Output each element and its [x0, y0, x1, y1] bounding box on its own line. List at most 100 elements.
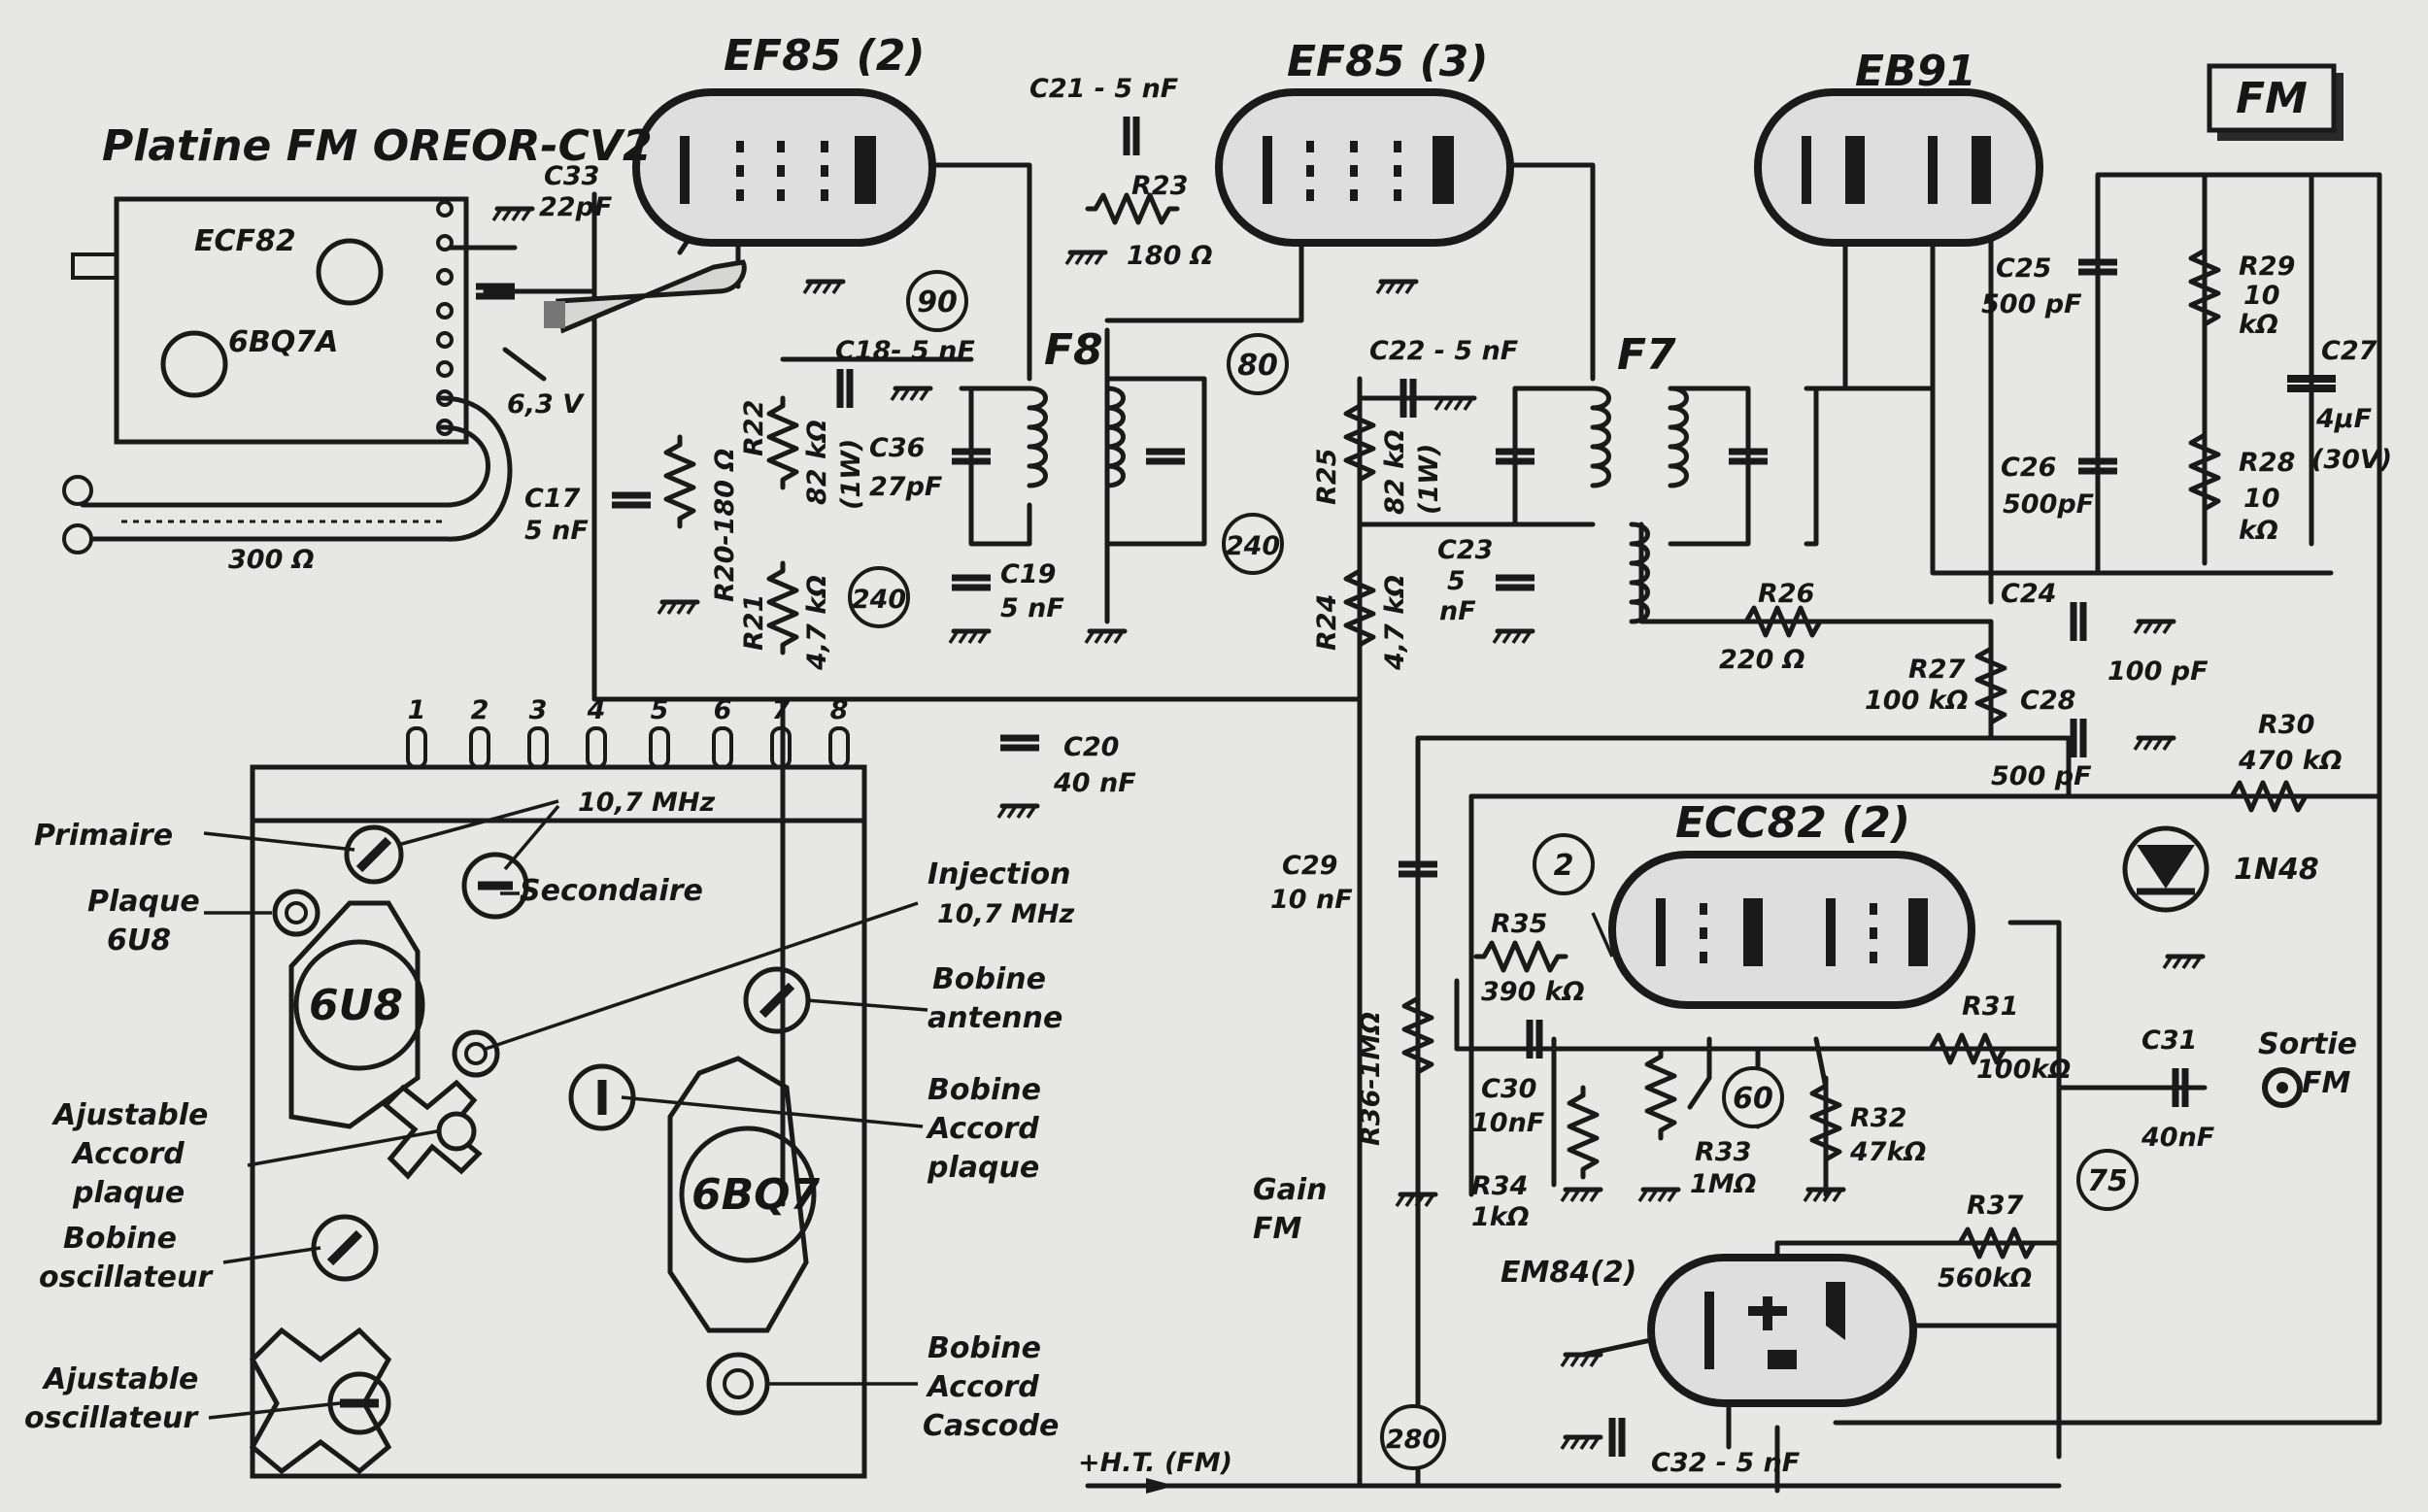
ajustable-accord-2: Accord	[71, 1137, 185, 1171]
r25-value: 82 kΩ	[1380, 429, 1410, 515]
tube-eb91	[1754, 88, 2043, 247]
r21-name: R21	[739, 594, 769, 651]
tuner-platine	[62, 196, 747, 554]
bobine-antenne-2: antenne	[927, 1001, 1062, 1035]
c30-value: 10nF	[1471, 1108, 1545, 1138]
r23-name: R23	[1131, 171, 1188, 201]
r21-value: 4,7 kΩ	[802, 575, 832, 671]
voltage-90: 90	[917, 286, 958, 319]
c19-name: C19	[1000, 559, 1056, 589]
gain-fm-label: FM	[1253, 1212, 1301, 1246]
r33-value: 1MΩ	[1690, 1169, 1757, 1199]
c20-value: 40 nF	[1053, 768, 1136, 798]
c24-name: C24	[2001, 579, 2056, 609]
secondaire-label: Secondaire	[520, 874, 703, 908]
r34-name: R34	[1471, 1171, 1528, 1201]
r23-value: 180 Ω	[1127, 241, 1213, 271]
c17-value: 5 nF	[524, 516, 589, 546]
leader-lines	[203, 799, 1614, 1420]
c27-name: C27	[2321, 336, 2377, 366]
r29-value: 10	[2243, 281, 2280, 311]
ajustable-accord-1: Ajustable	[51, 1098, 208, 1132]
c36-name: C36	[869, 433, 925, 463]
r26-name: R26	[1758, 579, 1814, 609]
r35-name: R35	[1491, 909, 1547, 939]
r27-value: 100 kΩ	[1865, 686, 1969, 716]
tube-ef85-2	[632, 88, 936, 247]
bobine-cascode-1: Bobine	[927, 1331, 1041, 1365]
r27-name: R27	[1908, 655, 1966, 685]
c17-name: C17	[524, 484, 581, 514]
injection-frequency: 10,7 MHz	[937, 899, 1074, 929]
c21-label: C21 - 5 nF	[1029, 74, 1179, 104]
bobine-accord-plaque-3: plaque	[927, 1151, 1039, 1185]
tube-label-6bq7a: 6BQ7A	[228, 325, 338, 359]
tube-ecc82-2	[1608, 851, 1975, 1009]
c28-name: C28	[2020, 686, 2075, 716]
transformer-f7: F7	[1617, 330, 1676, 380]
ajustable-osc-2: oscillateur	[24, 1401, 199, 1435]
sortie-fm-label: FM	[2302, 1066, 2350, 1100]
r35-value: 390 kΩ	[1481, 977, 1585, 1007]
c33-name: C33	[544, 161, 599, 191]
r28-name: R28	[2239, 448, 2295, 478]
tube-label-6bq7: 6BQ7	[691, 1170, 821, 1220]
r29-unit: kΩ	[2239, 310, 2278, 340]
pin-6: 6	[714, 695, 732, 725]
if-frequency-label: 10,7 MHz	[578, 788, 715, 818]
r34-value: 1kΩ	[1471, 1202, 1530, 1232]
r25-power: (1W)	[1414, 444, 1444, 515]
r36-label: R36-1MΩ	[1356, 1012, 1386, 1146]
voltage-75: 75	[2087, 1164, 2128, 1198]
c32-label: C32 - 5 nF	[1651, 1448, 1801, 1478]
r30-value: 470 kΩ	[2238, 746, 2343, 776]
c20-name: C20	[1063, 732, 1119, 762]
if-module-box	[249, 726, 867, 1479]
c27-value: 4µF	[2315, 404, 2373, 434]
c24-value: 100 pF	[2108, 656, 2209, 687]
pin-8: 8	[830, 695, 849, 725]
r31-value: 100kΩ	[1976, 1055, 2071, 1085]
ajustable-accord-3: plaque	[72, 1176, 185, 1210]
c27-voltage: (30V)	[2311, 445, 2392, 475]
bobine-accord-plaque-2: Accord	[926, 1112, 1039, 1146]
tube-label-ecc82: ECC82 (2)	[1675, 798, 1910, 848]
tube-label-ef85-2: EF85 (2)	[724, 31, 926, 81]
diode-label: 1N48	[2234, 853, 2319, 887]
c26-name: C26	[2001, 453, 2056, 483]
c23-unit: nF	[1439, 596, 1476, 626]
pin-1: 1	[408, 695, 426, 725]
r20-label: R20-180 Ω	[710, 449, 740, 602]
c22-label: C22 - 5 nF	[1369, 336, 1519, 366]
bobine-accord-plaque-1: Bobine	[927, 1073, 1041, 1107]
r30-name: R30	[2258, 710, 2314, 740]
platine-title: Platine FM OREOR-CV2	[102, 121, 653, 171]
tube-label-6u8: 6U8	[309, 981, 403, 1030]
fm-badge: FM	[2207, 63, 2344, 141]
c31-name: C31	[2141, 1025, 2197, 1056]
tube-label-ecf82: ECF82	[194, 224, 296, 258]
pin-7: 7	[772, 695, 791, 725]
voltage-240b: 240	[1226, 531, 1280, 561]
r26-value: 220 Ω	[1719, 645, 1805, 675]
c28-value: 500 pF	[1991, 761, 2092, 791]
tube-em84-2	[1647, 1254, 1917, 1407]
r28-value: 10	[2243, 484, 2280, 514]
transformer-f8: F8	[1044, 325, 1103, 375]
c23-value: 5	[1447, 566, 1466, 596]
r28-unit: kΩ	[2239, 516, 2278, 546]
heater-voltage: 6,3 V	[507, 389, 585, 420]
voltage-80: 80	[1237, 349, 1278, 383]
voltage-2: 2	[1554, 849, 1574, 883]
tube-ef85-3	[1215, 88, 1514, 247]
c29-value: 10 nF	[1270, 885, 1353, 915]
injection-label: Injection	[927, 857, 1071, 891]
c26-value: 500pF	[2003, 489, 2095, 520]
r37-name: R37	[1967, 1191, 2024, 1221]
plaque-label: Plaque	[87, 885, 200, 919]
pin-5: 5	[651, 695, 669, 725]
ht-label: +H.T. (FM)	[1078, 1448, 1232, 1478]
r24-value: 4,7 kΩ	[1380, 575, 1410, 671]
